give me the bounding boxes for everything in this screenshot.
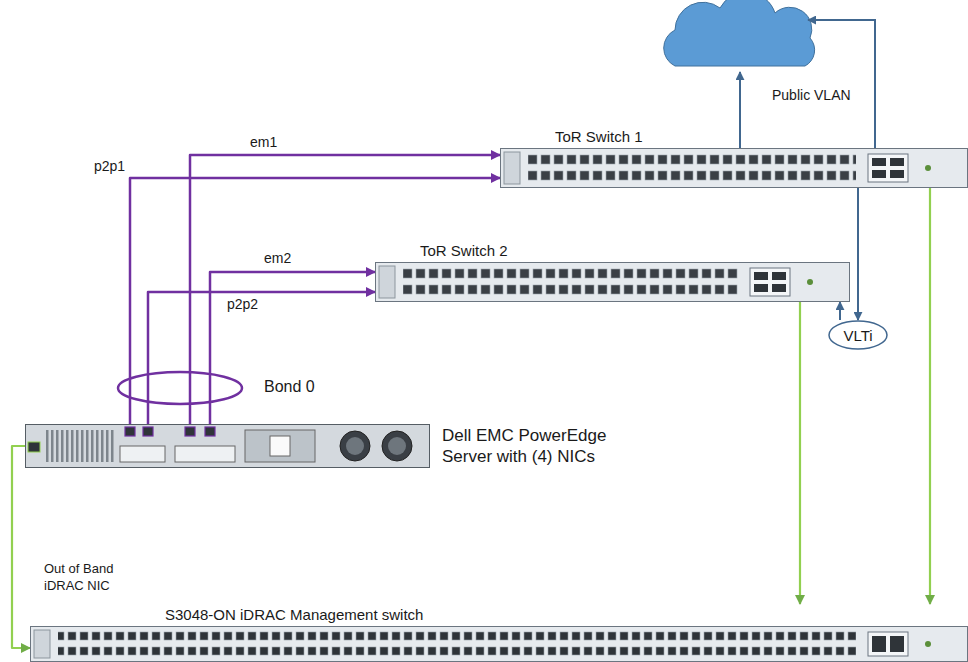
uplink-arrow (739, 72, 741, 148)
switch-chassis (500, 148, 968, 188)
cloud (664, 0, 815, 66)
server-chassis (25, 424, 430, 468)
note-label: Out of Band iDRAC NIC (42, 560, 142, 594)
tor-switch: ToR Switch 2 (375, 240, 850, 302)
device-label: S3048-ON iDRAC Management switch (165, 604, 968, 626)
data-link (148, 292, 375, 424)
device-label: ToR Switch 2 (420, 240, 850, 262)
management-link (12, 446, 30, 648)
public-vlan-arrow (808, 20, 875, 148)
interconnect-link (839, 302, 841, 320)
switch-chassis (30, 626, 968, 662)
switch-chassis (375, 262, 850, 302)
bond-label: Bond 0 (262, 378, 317, 396)
data-link (210, 272, 375, 424)
management-link (929, 188, 931, 604)
interconnect-link (857, 188, 859, 320)
management-link (799, 302, 801, 604)
server: Dell EMC PowerEdge Server with (4) NICs (25, 424, 657, 468)
port-label: p2p1 (92, 158, 127, 174)
link-label: VLTi (843, 327, 872, 344)
port-label: em2 (262, 250, 293, 266)
bond-ellipse (118, 372, 242, 404)
tor-switch: ToR Switch 1 (500, 126, 968, 188)
server-label: Dell EMC PowerEdge Server with (4) NICs (442, 425, 657, 467)
network-label: Public VLAN (770, 86, 853, 104)
vlti-ellipse: VLTi (828, 320, 888, 350)
port-label: em1 (248, 134, 279, 150)
device-label: ToR Switch 1 (555, 126, 968, 148)
management-switch: S3048-ON iDRAC Management switch (30, 604, 968, 662)
port-label: p2p2 (225, 296, 260, 312)
